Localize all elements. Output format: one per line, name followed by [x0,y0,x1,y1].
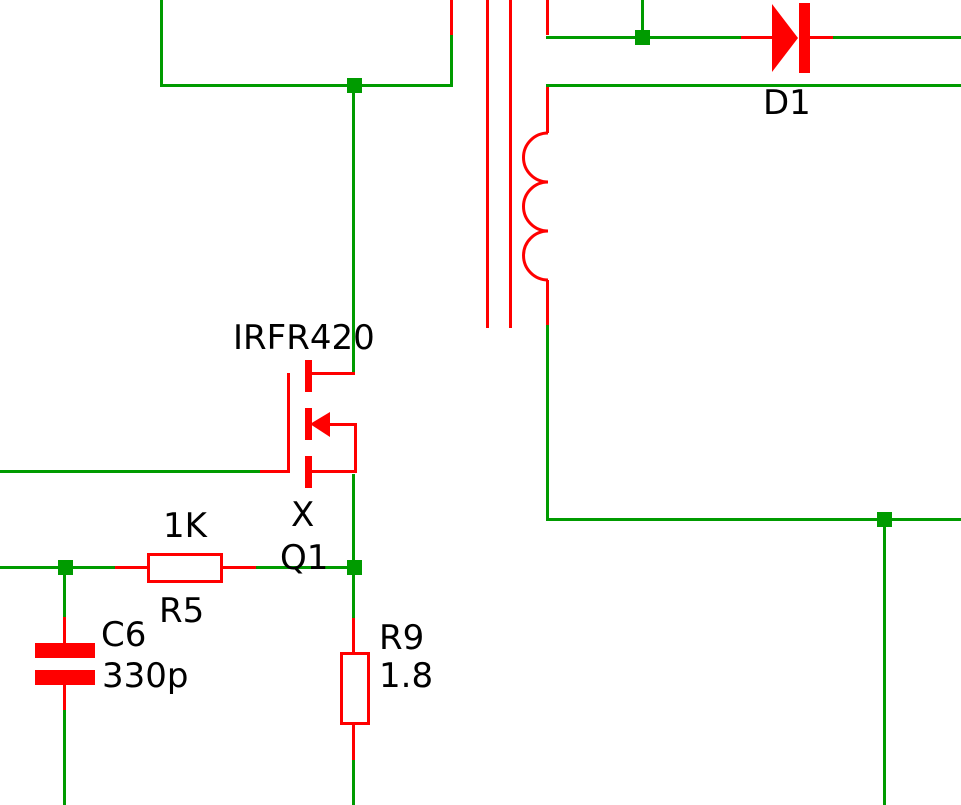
r9-value-label: 1.8 [379,656,434,696]
c6-bottom-lead[interactable] [63,685,66,710]
r9-body[interactable] [340,652,370,725]
junction-source-r9[interactable] [347,560,362,575]
wire-primary-pin-drop[interactable] [450,35,453,87]
c6-top-lead[interactable] [63,617,66,643]
q1-part-label: IRFR420 [233,318,375,358]
junction-d1-anode[interactable] [635,30,650,45]
wire-gate-net-horizontal[interactable] [0,470,261,473]
diode-d1-triangle[interactable] [772,4,798,72]
transformer-secondary-lead-top[interactable] [546,87,549,133]
q1-channel-dash-drain[interactable] [305,360,312,392]
wire-d1-cathode-horizontal[interactable] [833,36,961,39]
r5-value-label: 1K [163,506,207,546]
r5-left-lead[interactable] [115,566,147,569]
wire-c6-top-net[interactable] [63,575,66,617]
wire-primary-net-left-vertical[interactable] [160,0,163,87]
q1-body-diode-lead-v[interactable] [354,423,357,472]
wire-d1-anode-branch-up[interactable] [641,0,644,38]
q1-channel-dash-body[interactable] [305,408,312,440]
c6-plate-bottom[interactable] [35,670,95,685]
junction-secondary-return[interactable] [877,512,892,527]
c6-ref-label: C6 [101,615,147,655]
junction-primary-net[interactable] [347,78,362,93]
r5-body[interactable] [147,553,223,583]
wire-secondary-return-horizontal[interactable] [546,518,961,521]
q1-drain-lead[interactable] [312,372,355,375]
wire-secondary-bottom-vertical[interactable] [546,325,549,521]
q1-channel-dash-source[interactable] [305,456,312,488]
transformer-secondary-lead-bottom[interactable] [546,280,549,325]
wire-source-vertical[interactable] [352,474,355,564]
wire-r9-top-net[interactable] [352,575,355,618]
d1-anode-lead[interactable] [741,36,772,39]
r5-right-lead[interactable] [223,566,256,569]
wire-r9-bottom-net[interactable] [352,760,355,805]
r5-ref-label: R5 [159,591,205,631]
d1-cathode-lead[interactable] [810,36,833,39]
d1-ref-label: D1 [763,83,811,123]
transformer-core-line-right[interactable] [509,0,512,328]
transformer-aux-pin[interactable] [546,0,549,35]
r9-bottom-lead[interactable] [352,725,355,760]
junction-r5-c6[interactable] [58,560,73,575]
transformer-secondary-winding[interactable] [522,131,549,282]
wire-c6-bottom-net[interactable] [63,710,66,805]
q1-source-lead[interactable] [312,470,357,473]
wire-secondary-return-vertical[interactable] [883,521,886,805]
q1-pin-label: X [291,495,315,535]
wire-secondary-top-horizontal[interactable] [546,84,961,87]
r9-ref-label: R9 [379,618,425,658]
q1-gate-plate[interactable] [287,373,290,473]
wire-drain-vertical[interactable] [352,87,355,374]
wire-primary-net-horizontal[interactable] [160,84,453,87]
mosfet-body-diode-arrow-icon[interactable] [310,412,330,437]
transformer-core-line-left[interactable] [486,0,489,328]
q1-body-diode-lead-h[interactable] [330,423,357,426]
wire-r5-right-net[interactable] [256,566,348,569]
c6-plate-top[interactable] [35,643,95,658]
r9-top-lead[interactable] [352,618,355,652]
transformer-primary-pin[interactable] [450,0,453,35]
d1-cathode-bar[interactable] [799,3,810,73]
q1-ref-label: Q1 [280,538,329,578]
q1-gate-lead[interactable] [260,470,289,473]
c6-value-label: 330p [102,656,189,696]
